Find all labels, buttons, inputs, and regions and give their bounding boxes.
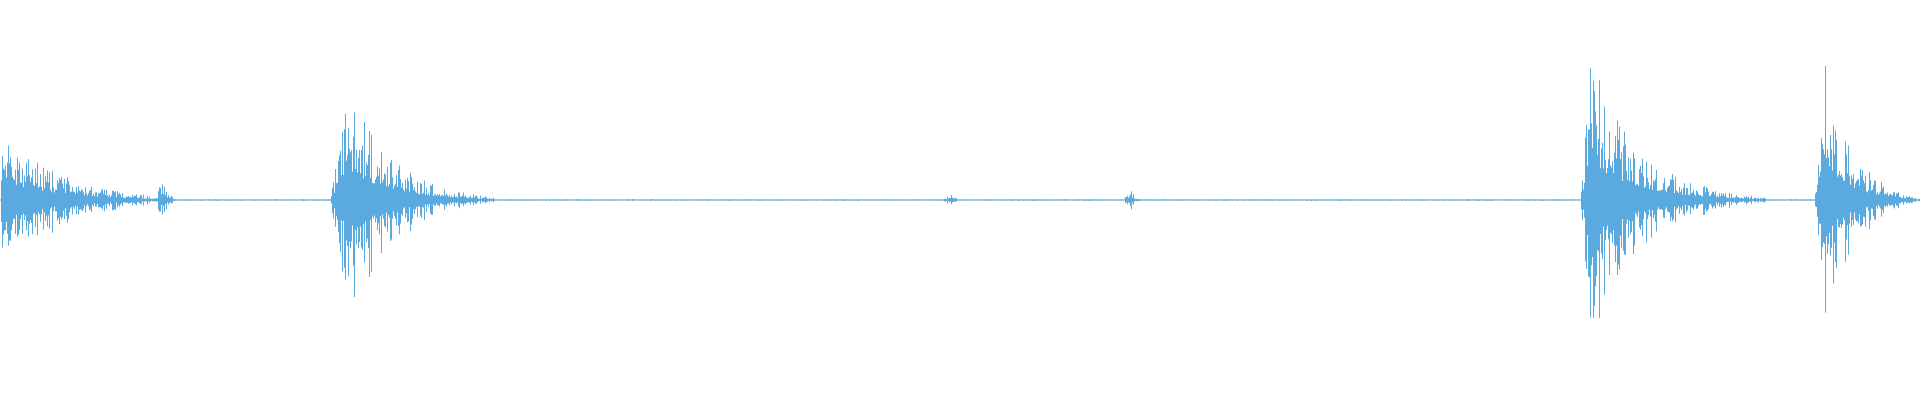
waveform-path [0, 66, 1920, 319]
